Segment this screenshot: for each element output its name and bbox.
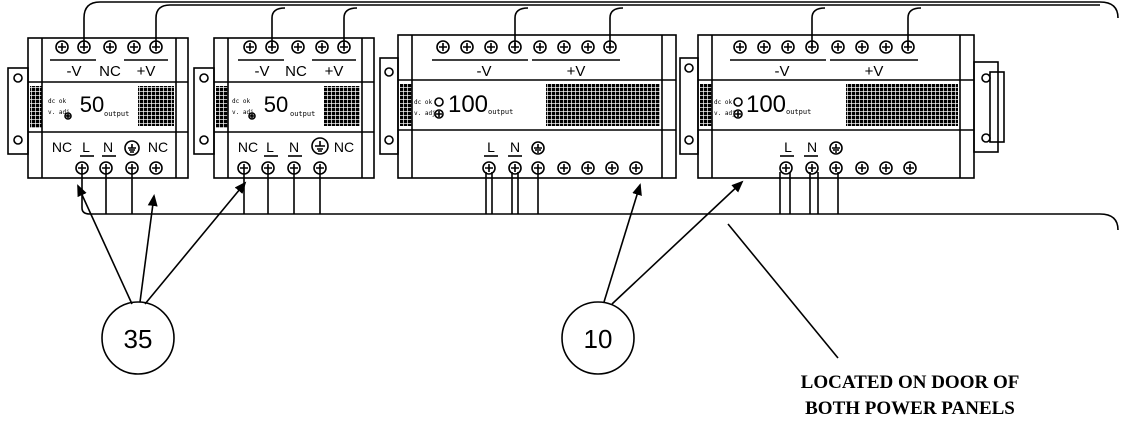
output-terminal-row xyxy=(243,40,351,54)
terminal-label-plus-v: +V xyxy=(137,63,156,80)
terminal-label-nc: NC xyxy=(285,63,307,80)
output-terminal-row xyxy=(55,40,163,54)
note-leader-line xyxy=(727,223,839,359)
terminal-label-n: N xyxy=(807,139,817,155)
terminal-label-nc-left: NC xyxy=(52,139,72,155)
power-rating: 100 xyxy=(746,91,786,118)
terminal-label-plus-v: +V xyxy=(567,63,586,80)
callout-35: 35 xyxy=(77,181,247,375)
terminal-label-n: N xyxy=(289,139,299,155)
terminal-label-l: L xyxy=(266,139,274,155)
output-label: output xyxy=(104,110,129,118)
callout-number: 35 xyxy=(124,324,153,354)
callout-number: 10 xyxy=(584,324,613,354)
indicator-label-dc: dc ok xyxy=(48,98,66,105)
terminal-label-l: L xyxy=(82,139,90,155)
indicator-label-dc: dc ok xyxy=(714,99,732,106)
input-terminal-row xyxy=(482,161,643,175)
power-rating: 50 xyxy=(80,92,104,117)
indicator-label-dc: dc ok xyxy=(414,99,432,106)
output-label: output xyxy=(290,110,315,118)
indicator-label-dc: dc ok xyxy=(232,98,250,105)
terminal-label-n: N xyxy=(510,139,520,155)
adjust-potentiometer-icon xyxy=(64,112,72,120)
indicator-label-vadj: v. adj xyxy=(48,109,70,116)
power-rating: 100 xyxy=(448,91,488,118)
indicator-label-vadj: v. adj xyxy=(714,110,736,117)
output-label: output xyxy=(786,108,811,116)
callout-bubble xyxy=(101,301,175,375)
callout-bubble xyxy=(561,301,635,375)
indicator-label-vadj: v. adj xyxy=(414,110,436,117)
terminal-label-l: L xyxy=(784,139,792,155)
power-supply-3: -V +V dc ok v. adj 100 output L N xyxy=(379,34,677,179)
input-terminal-row xyxy=(779,161,917,175)
output-terminal-row xyxy=(733,40,915,54)
power-supply-1: -V NC +V dc ok v. adj 50 output NC L N N… xyxy=(7,37,189,179)
terminal-label-plus-v: +V xyxy=(865,63,884,80)
adjust-potentiometer-icon xyxy=(733,109,743,119)
note-line-2: BOTH POWER PANELS xyxy=(805,398,1015,419)
terminal-label-l: L xyxy=(487,139,495,155)
location-note: LOCATED ON DOOR OF BOTH POWER PANELS xyxy=(720,370,1100,422)
note-line-1: LOCATED ON DOOR OF xyxy=(800,372,1020,393)
output-wiring xyxy=(83,1,1119,47)
terminal-label-minus-v: -V xyxy=(477,63,492,80)
terminal-label-n: N xyxy=(103,139,113,155)
adjust-potentiometer-icon xyxy=(248,112,256,120)
ground-icon xyxy=(829,141,843,155)
terminal-label-minus-v: -V xyxy=(775,63,790,80)
terminal-label-plus-v: +V xyxy=(325,63,344,80)
output-label: output xyxy=(488,108,513,116)
ground-icon xyxy=(531,141,545,155)
input-terminal-row xyxy=(75,161,163,175)
terminal-label-minus-v: -V xyxy=(67,63,82,80)
terminal-label-nc-left: NC xyxy=(238,139,258,155)
output-terminal-row xyxy=(436,40,617,54)
terminal-label-nc-right: NC xyxy=(334,139,354,155)
power-rating: 50 xyxy=(264,92,288,117)
terminal-label-nc-right: NC xyxy=(148,139,168,155)
power-supply-4: -V +V dc ok v. adj 100 output L N xyxy=(679,34,1005,179)
callout-10: 10 xyxy=(561,180,744,375)
adjust-potentiometer-icon xyxy=(434,109,444,119)
terminal-label-nc: NC xyxy=(99,63,121,80)
dc-ok-led-icon xyxy=(434,97,444,107)
ground-icon xyxy=(311,137,329,155)
ground-icon xyxy=(124,140,140,156)
terminal-label-minus-v: -V xyxy=(255,63,270,80)
input-terminal-row xyxy=(237,161,327,175)
input-wiring xyxy=(81,172,1119,231)
indicator-label-vadj: v. adj xyxy=(232,109,254,116)
power-supply-2: -V NC +V dc ok v. adj 50 output NC L N N… xyxy=(193,37,375,179)
dc-ok-led-icon xyxy=(733,97,743,107)
